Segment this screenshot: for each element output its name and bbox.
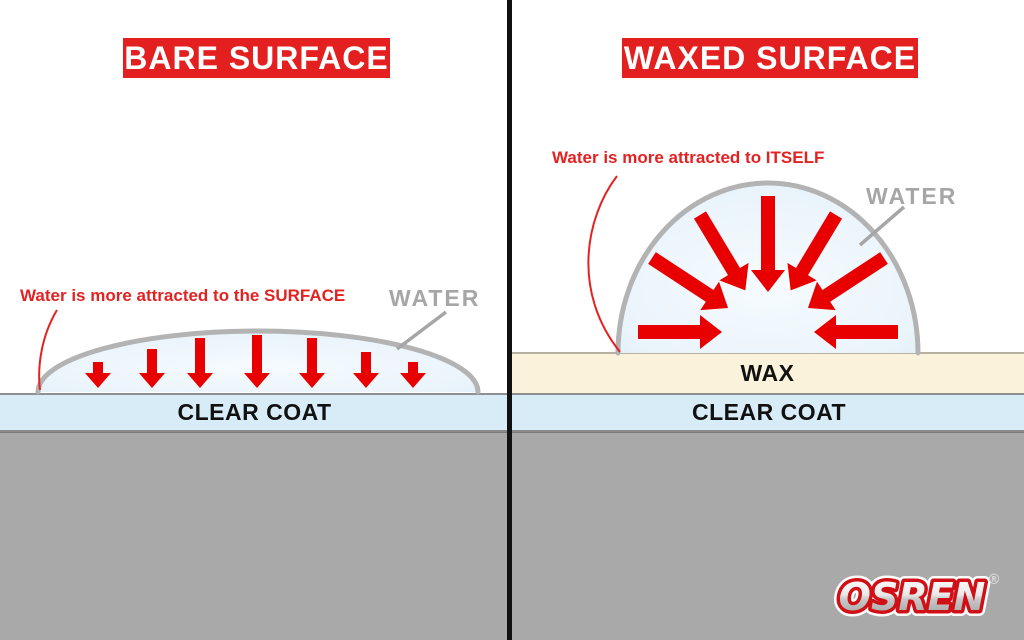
leader-line-water-right — [858, 205, 906, 247]
clear-coat-label-left: CLEAR COAT — [177, 399, 332, 425]
inward-arrow-icon — [693, 211, 749, 291]
down-arrow-icon — [353, 352, 379, 388]
right-panel-title-banner: WAXED SURFACE — [622, 38, 918, 78]
down-arrow-icon — [299, 338, 325, 388]
inward-arrow-icon — [751, 196, 785, 292]
osren-logo-text: OSREN — [839, 575, 986, 619]
leader-line-annotation-right — [587, 175, 621, 353]
down-arrow-icon — [85, 362, 111, 388]
wax-layer-label: WAX — [740, 360, 795, 386]
left-panel-title-banner: BARE SURFACE — [123, 38, 390, 78]
right-annotation: Water is more attracted to ITSELF — [552, 148, 825, 167]
clear-coat-layer: CLEAR COAT CLEAR COAT — [0, 393, 1024, 432]
inward-arrow-icon — [638, 315, 722, 349]
panel-divider — [507, 0, 512, 640]
water-label-right: WATER — [866, 183, 958, 209]
inward-arrow-icon — [807, 252, 888, 311]
osren-logo-halo: OSREN — [839, 575, 986, 619]
down-arrow-icon — [187, 338, 213, 388]
down-arrow-icon — [139, 349, 165, 388]
clear-coat-label-right: CLEAR COAT — [691, 399, 847, 425]
down-arrow-icon — [244, 335, 270, 388]
downward-attraction-arrows — [85, 335, 426, 388]
registered-trademark-icon: ® — [987, 572, 1001, 588]
inward-arrow-icon — [814, 315, 898, 349]
inward-attraction-arrows — [638, 196, 898, 349]
down-arrow-icon — [400, 362, 426, 388]
leader-line-annotation-left — [38, 309, 58, 391]
inward-arrow-icon — [648, 252, 729, 311]
water-label-left: WATER — [389, 285, 481, 311]
left-annotation: Water is more attracted to the SURFACE — [20, 286, 346, 305]
left-panel-title: BARE SURFACE — [124, 39, 389, 76]
leader-line-water-left — [395, 310, 448, 351]
right-panel-title: WAXED SURFACE — [623, 39, 917, 76]
paint-substrate-layer — [0, 432, 1024, 640]
inward-arrow-icon — [787, 211, 843, 291]
osren-logo: OSREN OSREN ® — [834, 569, 1001, 625]
